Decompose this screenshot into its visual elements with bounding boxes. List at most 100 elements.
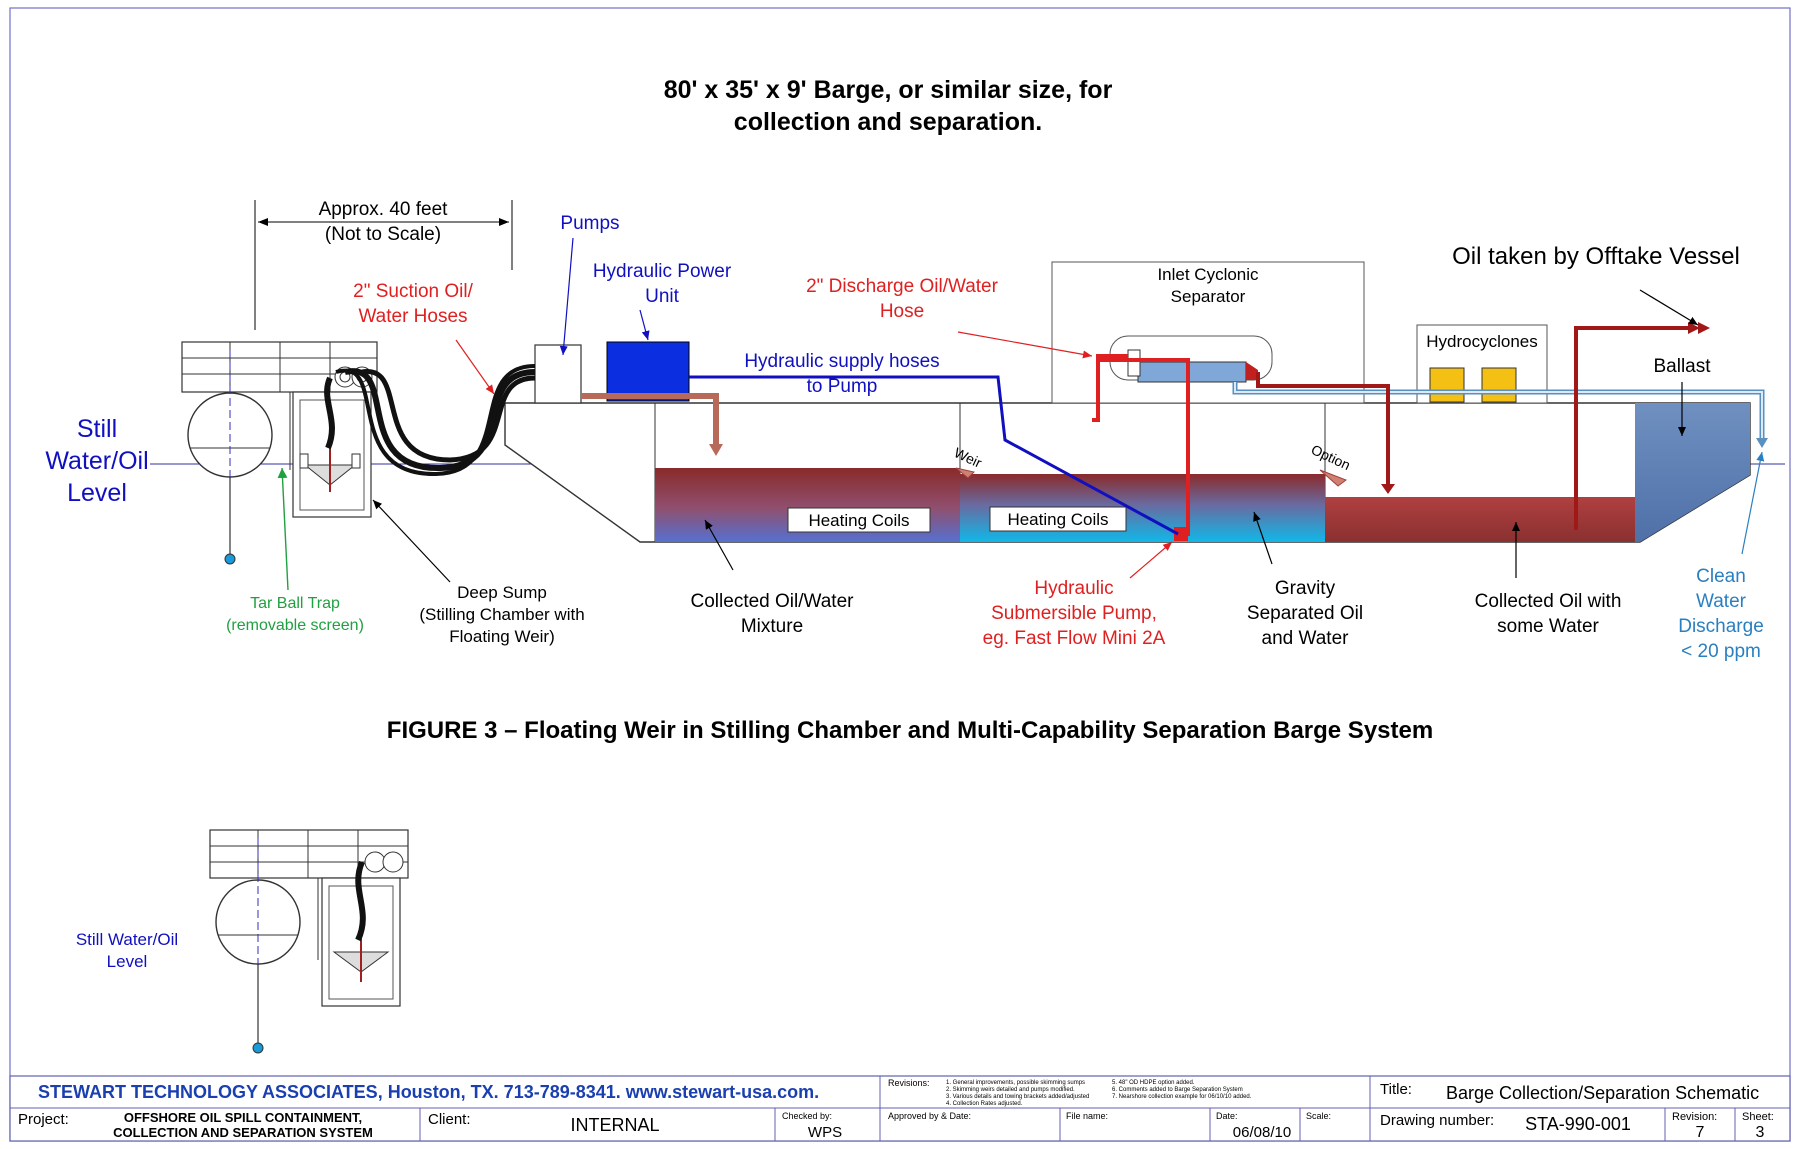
page-border <box>9 7 1791 1142</box>
inlet-separator-label-1: Inlet Cyclonic <box>1157 265 1259 284</box>
clean-water-label-1: Clean <box>1696 566 1746 587</box>
hydrocyclone-2 <box>1481 367 1517 403</box>
title-label: Title: <box>1380 1081 1412 1098</box>
revision-note-1: 1. General improvements, possible skimmi… <box>946 1080 1085 1086</box>
revision-note-6: 6. Comments added to Barge Separation Sy… <box>1112 1087 1243 1093</box>
skimmer-structure <box>181 341 378 565</box>
gravity-label-3: and Water <box>1262 628 1350 649</box>
approved-by-label: Approved by & Date: <box>888 1111 971 1121</box>
sheet-value: 3 <box>1756 1124 1765 1141</box>
hydrocyclones-label: Hydrocyclones <box>1426 332 1538 351</box>
title-block <box>9 1075 1791 1142</box>
company-line: STEWART TECHNOLOGY ASSOCIATES, Houston, … <box>38 1082 819 1102</box>
discharge-label-1: 2" Discharge Oil/Water <box>806 276 999 297</box>
checked-by-label: Checked by: <box>782 1111 832 1121</box>
clean-water-pipe-arrow <box>1756 438 1768 448</box>
revision-label: Revision: <box>1672 1111 1717 1123</box>
title-value: Barge Collection/Separation Schematic <box>1446 1083 1759 1103</box>
date-label: Date: <box>1216 1111 1238 1121</box>
cyclonic-oil-outlet <box>1246 362 1258 380</box>
skimmer-structure-small <box>209 829 409 1054</box>
discharge-label-2: Hose <box>880 301 924 322</box>
suction-pipe <box>581 393 719 445</box>
heating-coils-1 <box>787 507 931 533</box>
mixture-label-2: Mixture <box>741 616 803 637</box>
clean-water-label-4: < 20 ppm <box>1681 641 1761 662</box>
revision-note-2: 2. Skimming weirs detailed and pumps mod… <box>946 1087 1075 1093</box>
deep-sump-label-2: (Stilling Chamber with <box>419 605 584 624</box>
checked-by-value: WPS <box>808 1124 842 1141</box>
not-to-scale-label: (Not to Scale) <box>325 224 441 245</box>
scale-label: Scale: <box>1306 1111 1331 1121</box>
project-value-2: COLLECTION AND SEPARATION SYSTEM <box>113 1125 373 1140</box>
clean-water-label-3: Discharge <box>1678 616 1764 637</box>
submersible-pump-label-1: Hydraulic <box>1034 578 1113 599</box>
weir-flow-arrow <box>955 467 975 479</box>
still-water-label-1: Still <box>77 415 117 443</box>
revision-note-3: 3. Various details and towing brackets a… <box>946 1094 1089 1100</box>
submersible-pump-label-3: eg. Fast Flow Mini 2A <box>983 628 1166 649</box>
offtake-oil-pipe <box>1574 326 1690 530</box>
submersible-pump-label-2: Submersible Pump, <box>991 603 1157 624</box>
hydraulic-supply-hose <box>689 375 1179 536</box>
drawing-number-value: STA-990-001 <box>1525 1114 1631 1134</box>
heating-coils-2-label: Heating Coils <box>1007 510 1108 529</box>
hydraulic-power-unit <box>606 341 690 402</box>
gravity-label-2: Separated Oil <box>1247 603 1363 624</box>
file-name-label: File name: <box>1066 1111 1108 1121</box>
project-value-1: OFFSHORE OIL SPILL CONTAINMENT, <box>124 1110 362 1125</box>
revisions-label: Revisions: <box>888 1078 930 1088</box>
cyclonic-vessel-liquid <box>1137 361 1247 383</box>
diagram-title-line2: collection and separation. <box>734 108 1042 136</box>
hydraulic-supply-label-1: Hydraulic supply hoses <box>744 351 939 372</box>
deep-sump-label-3: Floating Weir) <box>449 627 555 646</box>
revision-note-7: 7. Nearshore collection example for 06/1… <box>1112 1094 1252 1100</box>
collected-oil-label-2: some Water <box>1497 616 1599 637</box>
hydrocyclone-1 <box>1429 367 1465 403</box>
sheet-label: Sheet: <box>1742 1111 1774 1123</box>
suction-hose-1 <box>344 368 536 472</box>
cyclonic-inlet <box>1127 349 1141 377</box>
suction-label-1: 2" Suction Oil/ <box>353 281 473 302</box>
hpu-label-2: Unit <box>645 286 680 307</box>
pump-box <box>534 344 582 404</box>
inlet-separator-label-2: Separator <box>1171 287 1246 306</box>
option-flow-arrow <box>1319 469 1348 487</box>
tar-ball-trap-label-2: (removable screen) <box>226 617 364 634</box>
dimension-approx-40ft: Approx. 40 feet (Not to Scale) <box>254 199 513 330</box>
still-water-label-3: Level <box>67 479 127 507</box>
revision-note-5: 5. 48" OD HDPE option added. <box>1112 1080 1195 1086</box>
date-value: 06/08/10 <box>1233 1124 1291 1141</box>
hydraulic-supply-label-2: to Pump <box>807 376 878 397</box>
client-label: Client: <box>428 1111 471 1128</box>
approx-label: Approx. 40 feet <box>319 199 449 220</box>
suction-label-2: Water Hoses <box>358 306 467 327</box>
submersible-pump <box>1174 527 1188 541</box>
heating-coils-1-label: Heating Coils <box>808 511 909 530</box>
still-water-small-label-1: Still Water/Oil <box>76 930 178 949</box>
pumps-label: Pumps <box>560 213 619 234</box>
offtake-vessel-label: Oil taken by Offtake Vessel <box>1452 243 1740 270</box>
heating-coils-2 <box>989 506 1127 532</box>
drawing-number-label: Drawing number: <box>1380 1112 1494 1129</box>
still-water-small-label-2: Level <box>107 952 148 971</box>
ballast-label: Ballast <box>1653 356 1711 377</box>
client-value: INTERNAL <box>570 1115 659 1135</box>
deep-sump-label-1: Deep Sump <box>457 583 547 602</box>
project-label: Project: <box>18 1111 69 1128</box>
revision-note-4: 4. Collection Rates adjusted. <box>946 1101 1023 1107</box>
mixture-label-1: Collected Oil/Water <box>691 591 855 612</box>
oil-pipe-to-collected <box>1256 372 1390 488</box>
collected-oil-tank <box>1325 497 1635 542</box>
tar-ball-trap-label-1: Tar Ball Trap <box>250 595 340 612</box>
clean-water-label-2: Water <box>1696 591 1747 612</box>
diagram-title-line1: 80' x 35' x 9' Barge, or similar size, f… <box>664 76 1113 104</box>
still-water-label-2: Water/Oil <box>45 447 148 475</box>
revision-value: 7 <box>1696 1124 1705 1141</box>
offtake-arrow <box>1688 322 1710 334</box>
figure-caption: FIGURE 3 – Floating Weir in Stilling Cha… <box>387 717 1433 744</box>
ballast-tank <box>1635 403 1750 542</box>
collected-oil-label-1: Collected Oil with <box>1475 591 1622 612</box>
suction-hose-vertical <box>324 376 335 450</box>
